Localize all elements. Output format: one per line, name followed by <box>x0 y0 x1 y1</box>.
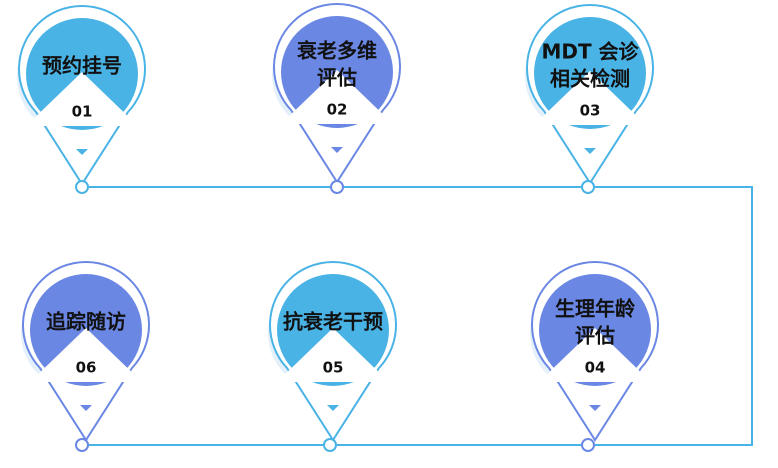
step-title-line: MDT 会诊 <box>541 40 639 64</box>
down-pointer-icon <box>584 148 596 154</box>
step-title-line: 衰老多维 <box>296 39 377 63</box>
down-pointer-icon <box>331 147 343 153</box>
step-title-line: 相关检测 <box>550 67 630 91</box>
connector-dot <box>581 438 595 452</box>
pin-notch <box>539 328 651 382</box>
connector-dot <box>323 438 337 452</box>
connector-dot <box>330 180 344 194</box>
step-title-line: 追踪随访 <box>46 310 126 334</box>
step-number: 05 <box>323 359 344 377</box>
pin-notch <box>26 72 138 126</box>
step-pin-05: 抗衰老干预 05 <box>268 261 397 442</box>
step-title-line: 预约挂号 <box>42 54 122 78</box>
step-number: 04 <box>585 359 606 377</box>
top-connector-line <box>82 186 753 446</box>
step-title-line: 生理年龄 <box>555 297 636 321</box>
connector-dot <box>75 438 89 452</box>
down-pointer-icon <box>80 405 92 411</box>
step-pin-01: 预约挂号 01 <box>17 5 146 186</box>
pin-notch <box>30 328 142 382</box>
pin-notch <box>277 328 389 382</box>
connector-dot <box>75 180 89 194</box>
step-title-line: 抗衰老干预 <box>283 310 383 334</box>
down-pointer-icon <box>327 405 339 411</box>
pin-notch <box>534 71 646 125</box>
down-pointer-icon <box>76 149 88 155</box>
step-number: 06 <box>76 359 97 377</box>
connector-dots <box>75 180 595 452</box>
step-number: 01 <box>72 103 93 121</box>
step-title-line: 评估 <box>575 324 615 348</box>
down-pointer-icon <box>589 405 601 411</box>
connector-dot <box>581 180 595 194</box>
step-number: 03 <box>580 102 601 120</box>
connector-lines <box>82 186 753 446</box>
step-pin-06: 追踪随访 06 <box>21 261 150 442</box>
step-number: 02 <box>327 101 348 119</box>
step-title-line: 评估 <box>317 66 357 90</box>
pin-notch <box>281 70 393 124</box>
